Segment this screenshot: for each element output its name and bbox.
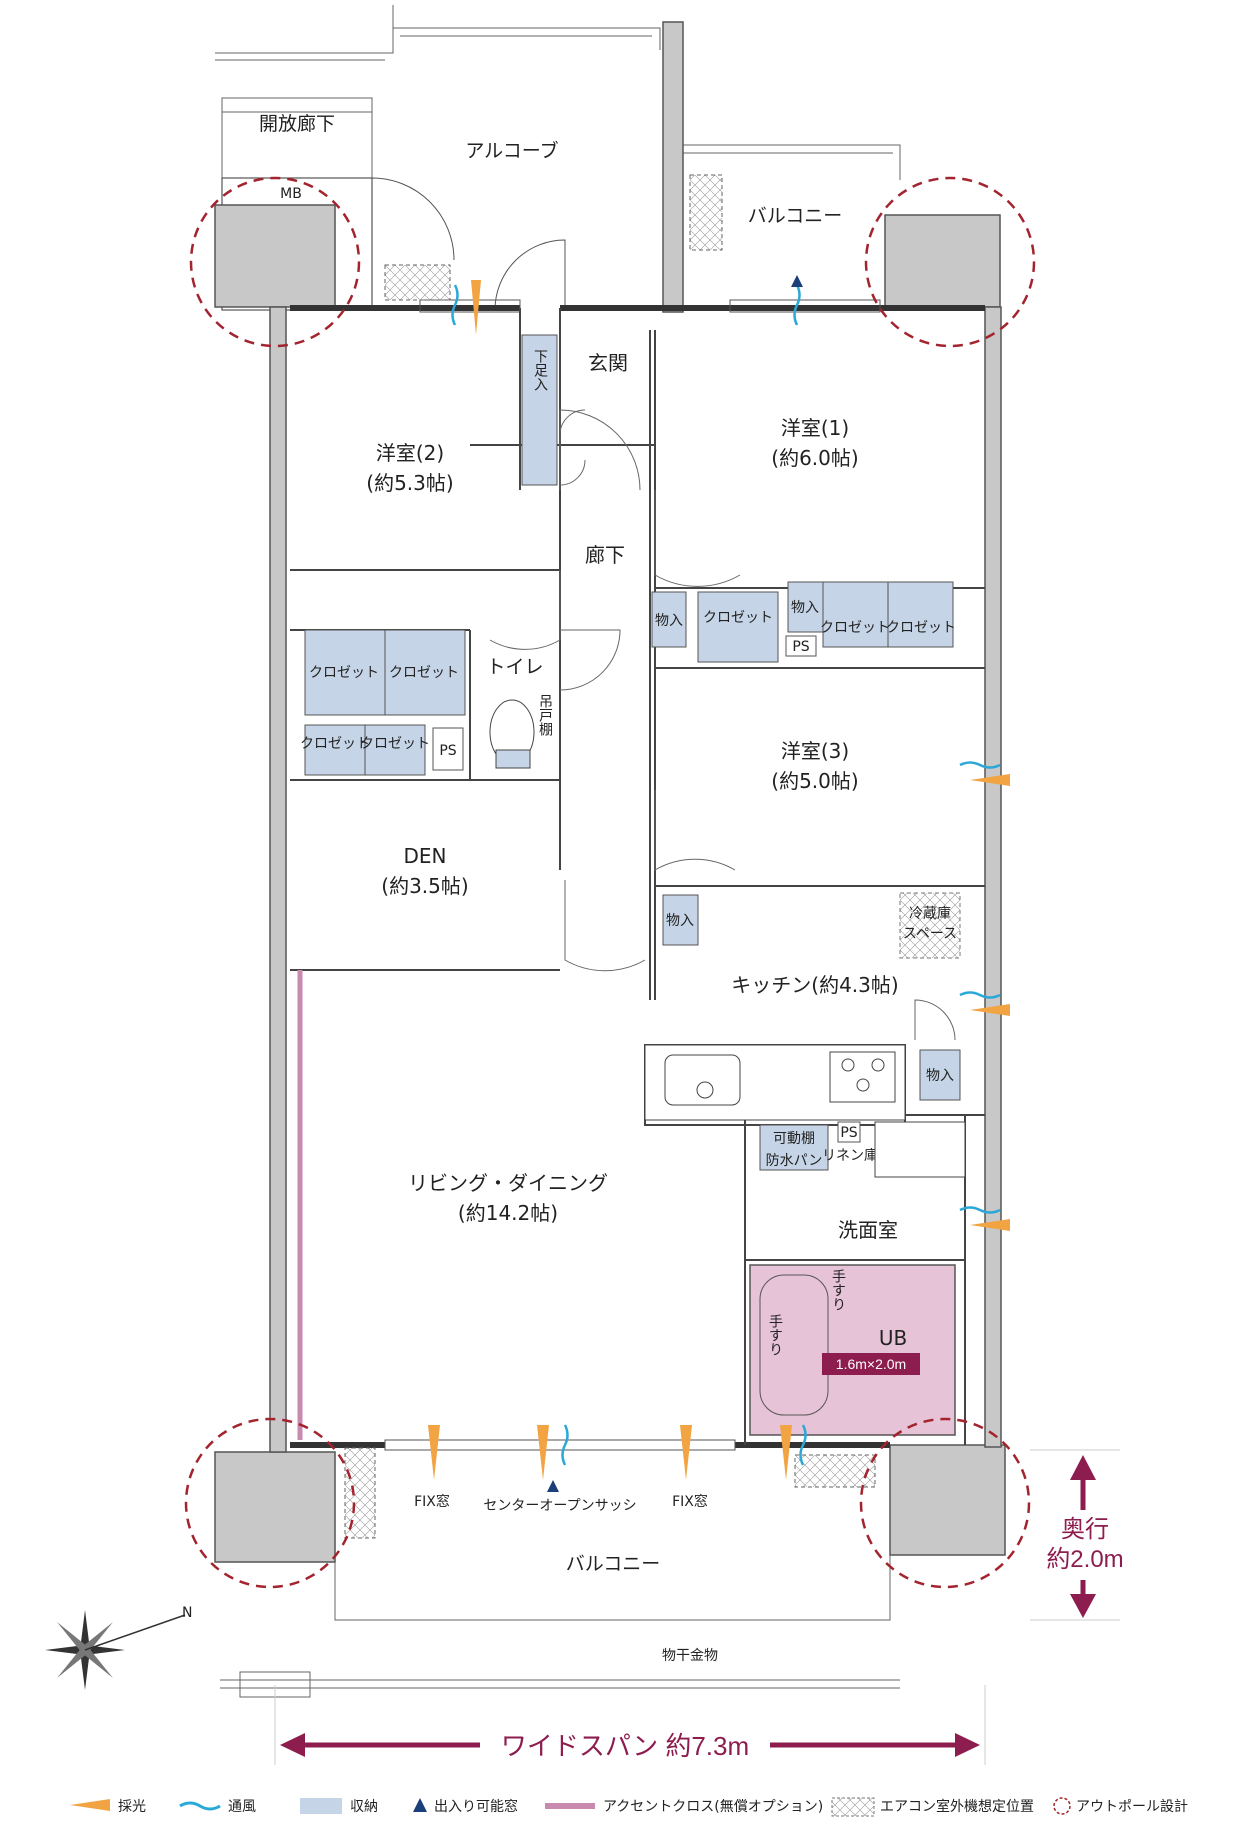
den-size: (約3.5帖) bbox=[381, 874, 468, 898]
handrail-label-2: 手すり bbox=[767, 1314, 783, 1356]
legend-accent-cloth-icon bbox=[545, 1803, 595, 1809]
open-corridor-label: 開放廊下 bbox=[259, 113, 335, 135]
legend-accent-cloth-label: アクセントクロス(無償オプション) bbox=[603, 1799, 823, 1815]
closet-label-4: クロゼット bbox=[360, 736, 430, 752]
fix-window-right-label: FIX窓 bbox=[672, 1493, 708, 1510]
legend-light-label: 採光 bbox=[118, 1799, 146, 1815]
room3-name: 洋室(3) bbox=[781, 739, 849, 763]
openable-window-markers bbox=[547, 275, 803, 1492]
ub-size-badge bbox=[822, 1353, 920, 1375]
room1-name: 洋室(1) bbox=[781, 416, 849, 440]
washroom-sink bbox=[874, 1121, 966, 1178]
alcove-label: アルコーブ bbox=[465, 139, 558, 162]
ps-boxes bbox=[432, 635, 861, 1143]
room3-size: (約5.0帖) bbox=[771, 769, 858, 793]
balcony-top-label: バルコニー bbox=[748, 205, 843, 227]
wide-span-label: ワイドスパン 約7.3m bbox=[501, 1731, 749, 1761]
door-swings bbox=[489, 409, 956, 1041]
room2-name: 洋室(2) bbox=[376, 441, 444, 465]
legend-outpole-label: アウトポール設計 bbox=[1076, 1799, 1188, 1815]
depth-dimension bbox=[1030, 1449, 1120, 1621]
balcony-door-swing bbox=[494, 239, 566, 311]
legend-openable-window-icon bbox=[413, 1798, 427, 1812]
closet-label-5: クロゼット bbox=[703, 610, 773, 626]
fridge-space-label-2: スペース bbox=[903, 926, 957, 942]
depth-label-1: 奥行 bbox=[1061, 1516, 1109, 1543]
toilet-fixture bbox=[489, 699, 535, 769]
legend-openable-window-label: 出入り可能窓 bbox=[434, 1798, 518, 1815]
closet-label-3: クロゼット bbox=[300, 736, 370, 752]
waterproof-pan-label: 防水パン bbox=[766, 1153, 823, 1169]
toilet-label: トイレ bbox=[486, 656, 543, 678]
ps-label-1: PS bbox=[439, 743, 456, 759]
legend-aircon-label: エアコン室外機想定位置 bbox=[880, 1798, 1034, 1815]
legend-light-icon bbox=[70, 1799, 110, 1811]
living-name: リビング・ダイニング bbox=[408, 1171, 608, 1195]
handrail-label-1: 手すり bbox=[830, 1269, 846, 1311]
center-open-sash-label: センターオープンサッシ bbox=[483, 1498, 636, 1514]
genkan-label: 玄関 bbox=[588, 351, 628, 375]
bottom-balcony-lines bbox=[220, 174, 900, 1698]
wide-span-dimension bbox=[274, 1685, 986, 1765]
hallway-label: 廊下 bbox=[585, 543, 625, 567]
entrance-door-swing bbox=[371, 177, 455, 261]
fix-window-left-label: FIX窓 bbox=[414, 1493, 450, 1510]
storage-label-2: 物入 bbox=[791, 600, 819, 616]
storage-label-4: 物入 bbox=[926, 1068, 954, 1084]
wind-arrows bbox=[451, 284, 1001, 1466]
closet-label-2: クロゼット bbox=[389, 665, 459, 681]
shoe-box-label: 下足入 bbox=[532, 349, 548, 391]
washroom-label: 洗面室 bbox=[838, 1218, 898, 1242]
mb-label: MB bbox=[280, 186, 302, 202]
fridge-space-box bbox=[899, 892, 961, 959]
kitchen-counter bbox=[644, 1044, 906, 1121]
bathtub bbox=[759, 1274, 829, 1416]
storage-blocks bbox=[304, 334, 961, 1171]
den-name: DEN bbox=[404, 844, 447, 868]
closet-label-7: クロゼット bbox=[886, 620, 956, 636]
closet-label-1: クロゼット bbox=[309, 665, 379, 681]
top-windows bbox=[419, 299, 881, 313]
drying-hardware-label: 物干金物 bbox=[662, 1648, 718, 1664]
storage-label-1: 物入 bbox=[655, 613, 683, 629]
balcony-bottom-label: バルコニー bbox=[566, 1553, 661, 1575]
unit-bath bbox=[749, 1264, 956, 1436]
perimeter-walls bbox=[290, 305, 985, 1448]
kitchen-label: キッチン(約4.3帖) bbox=[731, 973, 898, 997]
closet-label-6: クロゼット bbox=[820, 620, 890, 636]
legend-outpole-icon bbox=[1053, 1797, 1071, 1815]
ub-size-text: 1.6m×2.0m bbox=[836, 1356, 906, 1372]
legend-storage-label: 収納 bbox=[350, 1799, 378, 1815]
depth-label-2: 約2.0m bbox=[1046, 1546, 1123, 1573]
ps-label-2: PS bbox=[792, 639, 809, 655]
room1-size: (約6.0帖) bbox=[771, 446, 858, 470]
legend-storage-icon bbox=[300, 1798, 342, 1814]
bottom-windows bbox=[384, 1439, 736, 1451]
legend-wind-icon bbox=[179, 1801, 221, 1811]
hanging-shelf-label: 吊戸棚 bbox=[537, 694, 553, 736]
outpole-circles bbox=[184, 176, 1036, 1589]
fridge-space-label-1: 冷蔵庫 bbox=[909, 905, 951, 922]
compass-north-label: N bbox=[182, 1605, 192, 1621]
structural-walls bbox=[214, 21, 1006, 1563]
legend-wind-label: 通風 bbox=[228, 1799, 256, 1815]
adjustable-shelf-label: 可動棚 bbox=[773, 1131, 815, 1147]
living-size: (約14.2帖) bbox=[458, 1201, 558, 1225]
ub-label: UB bbox=[879, 1326, 907, 1350]
legend: 採光 通風 収納 出入り可能窓 アクセントクロス(無償オプション) エアコン室外… bbox=[70, 1797, 1188, 1817]
ps-label-3: PS bbox=[840, 1125, 857, 1141]
room2-size: (約5.3帖) bbox=[366, 471, 453, 495]
linen-storage-label: リネン庫 bbox=[822, 1147, 878, 1164]
light-arrows bbox=[428, 280, 1010, 1480]
legend-aircon-icon bbox=[831, 1797, 875, 1817]
compass-icon bbox=[45, 1610, 186, 1690]
storage-label-3: 物入 bbox=[666, 913, 694, 929]
